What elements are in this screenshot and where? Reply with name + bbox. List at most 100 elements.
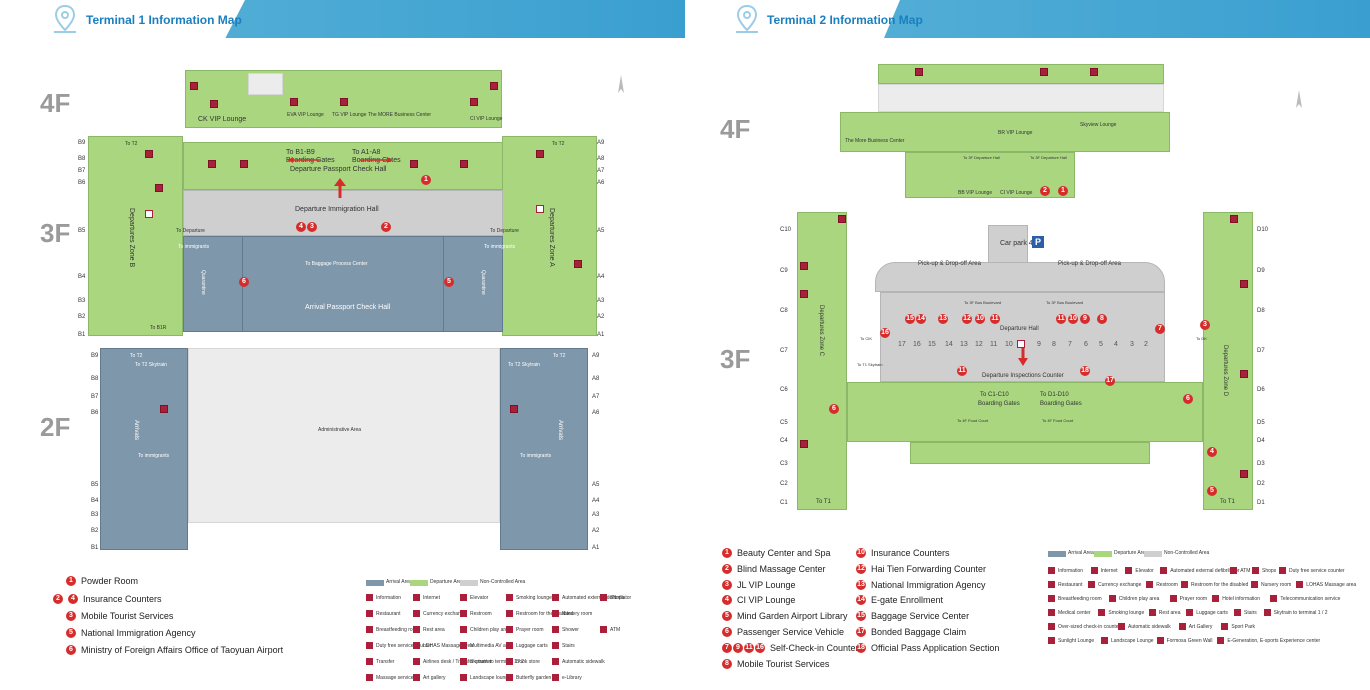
t1-lounge-ci: CI VIP Lounge [470,116,503,122]
gate-label: D7 [1257,348,1265,354]
gate-label: B5 [78,228,86,234]
counter-number: 4 [1114,341,1118,348]
t2-to-t1-sky: To T1 Skytrain [857,362,883,367]
gate-label: D10 [1257,227,1269,233]
t1-to-immigrants-l: To immigrants [178,244,210,250]
gate-label: C7 [780,348,788,354]
t2-bb-lounge: BB VIP Lounge [958,190,993,196]
gate-label: B9 [78,140,86,146]
t2-marker-4[interactable]: 4 [1207,447,1217,457]
t1-title: Terminal 1 Information Map [86,13,242,27]
gate-label: B9 [91,353,99,359]
t2-marker-11b[interactable]: 11 [1056,314,1066,324]
symbol-legend-item: Nursery room [1251,581,1291,588]
t1-swatch-arrival [366,580,384,586]
parking-icon: P [1032,236,1044,248]
gate-label: B3 [78,298,86,304]
t2-marker-15[interactable]: 15 [905,314,915,324]
t2-marker-10b[interactable]: 10 [1068,314,1078,324]
t1-to-immigrants-r: To immigrants [484,244,516,250]
symbol-legend-item: Shops [600,594,624,601]
gate-label: C8 [780,308,788,314]
t2-floor-4f: 4F [720,114,751,144]
t2-marker-11c[interactable]: 11 [957,366,967,376]
t1-north-arrow-icon [618,75,624,93]
t1-to-departure-l: To Departure [176,228,205,234]
t1-zone-a-label: Departures Zone A [548,208,555,267]
symbol-legend-item: Automated external defibrillator [552,594,631,601]
symbol-legend-item: Restroom for the disabled [1181,581,1248,588]
t1-marker-6[interactable]: 6 [239,277,249,287]
t2-marker-9[interactable]: 9 [1080,314,1090,324]
t2-header-tab [700,0,900,38]
symbol-legend-item: Medical center [1048,609,1091,616]
t1-marker-3[interactable]: 3 [307,222,317,232]
gate-label: A5 [592,482,600,488]
t2-marker-11[interactable]: 11 [990,314,1000,324]
t1-lounge-ck: CK VIP Lounge [198,116,247,123]
symbol-legend-item: Book store [506,658,540,665]
t1-marker-1[interactable]: 1 [421,175,431,185]
t1-floor-4f: 4F [40,88,71,118]
t2-4f-noncontrolled [878,84,1164,112]
t2-marker-6[interactable]: 6 [829,404,839,414]
shop-icon [1090,68,1098,76]
symbol-legend-item: e-Library [552,674,582,681]
t2-to-3f-bl: To 3F Bus Boulevard [964,300,1002,305]
symbol-legend-item: Automatic sidewalk [1118,623,1171,630]
t2-3f-inspection [847,382,1203,442]
symbol-legend-item: Elevator [1125,567,1154,574]
t2-marker-17[interactable]: 17 [1105,376,1115,386]
symbol-legend-item: Children play area [1108,595,1159,602]
t2-marker-5[interactable]: 5 [1207,486,1217,496]
t1-marker-5[interactable]: 5 [444,277,454,287]
symbol-legend-item: Restaurant [1048,581,1082,588]
t1-marker-2[interactable]: 2 [381,222,391,232]
restaurant-icon [190,82,198,90]
symbol-legend-item: Children play area [460,626,511,633]
t2-marker-1[interactable]: 1 [1058,186,1068,196]
t2-marker-3[interactable]: 3 [1200,320,1210,330]
t1-arrows [288,157,392,198]
t2-marker-8[interactable]: 8 [1097,314,1107,324]
t2-area-departure: Departure Area [1114,550,1148,556]
t2-marker-18[interactable]: 18 [1080,366,1090,376]
gate-label: B1 [78,332,86,338]
t2-marker-13[interactable]: 13 [938,314,948,324]
shop-icon [574,260,582,268]
t1-marker-4[interactable]: 4 [296,222,306,232]
gate-label: A3 [592,512,600,518]
gate-label: D4 [1257,438,1265,444]
gate-label: C5 [780,420,788,426]
shop-icon [155,184,163,192]
t1-to-b1-b9: To B1-B9 [286,149,315,156]
counter-number: 16 [913,341,921,348]
t1-3f-zone-b [88,136,183,336]
t2-marker-2[interactable]: 2 [1040,186,1050,196]
t1-to-t2-2l: To T2 [130,353,143,359]
symbol-legend-item: Currency exchange [1088,581,1141,588]
t2-to-t1-r: To T1 [1220,499,1235,505]
restaurant-icon [145,150,153,158]
symbol-legend-item: Prayer room [1169,595,1207,602]
t1-to-immigrants-2l: To immigrants [138,453,170,459]
t2-marker-14[interactable]: 14 [916,314,926,324]
symbol-legend-item: Information [366,594,401,601]
symbol-legend-item: Restroom for the disabled [506,610,573,617]
t1-to-t2-3l: To T2 [125,141,138,147]
t2-marker-7[interactable]: 7 [1155,324,1165,334]
t2-marker-6b[interactable]: 6 [1183,394,1193,404]
t1-to-t2-2r: To T2 [553,353,566,359]
t2-marker-10[interactable]: 10 [975,314,985,324]
t2-ci-lounge: CI VIP Lounge [1000,190,1033,196]
t2-marker-16[interactable]: 16 [880,328,890,338]
t1-2f-admin [188,348,500,523]
t2-marker-12[interactable]: 12 [962,314,972,324]
